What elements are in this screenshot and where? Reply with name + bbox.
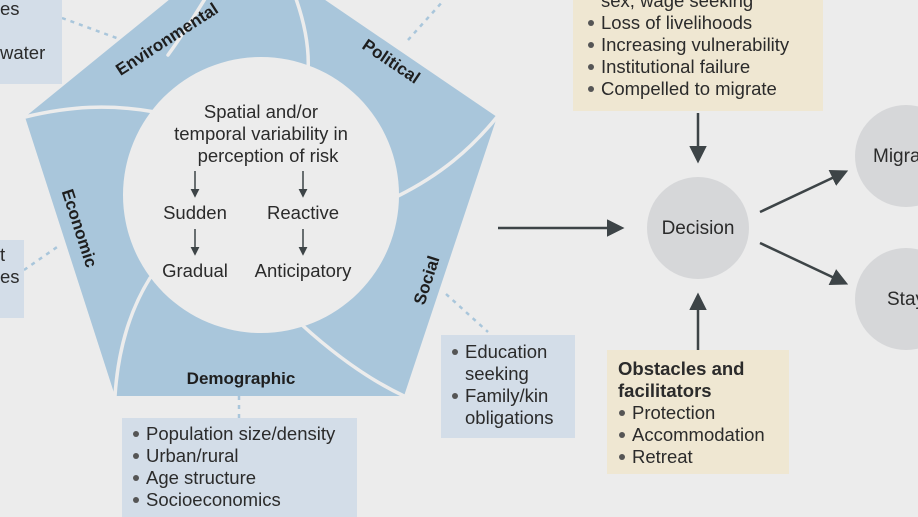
risk-title-line-2: temporal variability in [174,123,348,144]
stay-label: Stay [887,289,918,310]
obstacles-box: Obstacles and facilitators Protection Ac… [607,350,789,474]
environmental-box: es water [0,0,62,84]
onset-gradual: Gradual [162,260,228,281]
economic-box-fragment-1: t [0,244,6,265]
risk-title-line-1: Spatial and/or [204,101,318,122]
stay-node [855,248,918,350]
demographic-item: Socioeconomics [132,489,357,511]
drivers-item: Institutional failure [587,56,823,78]
obstacles-heading: Obstacles and facilitators [618,358,745,401]
obstacles-item: Retreat [618,446,789,468]
social-item-education-line-1: Education [465,341,548,362]
migrate-node [855,105,918,207]
social-item-education-line-2: seeking [465,363,529,384]
risk-title-line-3: perception of risk [198,145,340,166]
social-item-education: Education seeking [451,341,575,385]
face-label-demographic: Demographic [187,369,296,388]
swirl-top-left [166,0,207,57]
pentagon-swirls [23,0,499,398]
economic-box: t es [0,240,24,318]
swirl-bottom-left [113,276,152,398]
obstacles-list: Protection Accommodation Retreat [618,402,789,468]
obstacles-item: Accommodation [618,424,789,446]
drivers-item: Compelled to migrate [587,78,823,100]
social-list: Education seeking Family/kin obligations [451,341,575,429]
response-reactive: Reactive [267,202,339,223]
connector-social [445,293,489,333]
drivers-list: Loss of livelihoods Increasing vulnerabi… [587,12,823,100]
drivers-box-fragment: sex, wage seeking [601,0,754,11]
environmental-box-fragment-1: es [0,0,20,19]
connector-environmental [61,16,123,42]
migrate-label: Migra [873,146,918,167]
swirl-bottom-right [300,323,406,398]
demographic-list: Population size/density Urban/rural Age … [132,423,357,511]
decision-label: Decision [662,218,735,239]
swirl-left [23,105,157,119]
economic-box-fragment-2: es [0,266,20,287]
social-item-family-line-2: obligations [465,407,554,428]
dotted-connectors [23,0,489,418]
circle-arrows [190,171,308,256]
drivers-item: Increasing vulnerability [587,34,823,56]
connector-political [407,0,445,41]
environmental-box-fragment-2: water [0,42,46,63]
demographic-box: Population size/density Urban/rural Age … [122,418,357,517]
drivers-item: Loss of livelihoods [587,12,823,34]
decision-node [647,177,749,279]
social-item-family: Family/kin obligations [451,385,575,429]
arrow-decision-to-stay [759,241,849,285]
drivers-box: sex, wage seeking Loss of livelihoods In… [573,0,823,111]
social-box: Education seeking Family/kin obligations [441,335,575,438]
arrow-decision-to-migrate [759,170,849,214]
demographic-item: Population size/density [132,423,357,445]
connector-economic [23,243,61,272]
obstacles-item: Protection [618,402,789,424]
risk-circle [123,57,399,333]
response-anticipatory: Anticipatory [255,260,352,281]
swirl-right [396,115,499,198]
demographic-item: Urban/rural [132,445,357,467]
swirl-top-right [294,0,311,74]
demographic-item: Age structure [132,467,357,489]
onset-sudden: Sudden [163,202,227,223]
social-item-family-line-1: Family/kin [465,385,549,406]
flow-arrows [498,113,849,350]
